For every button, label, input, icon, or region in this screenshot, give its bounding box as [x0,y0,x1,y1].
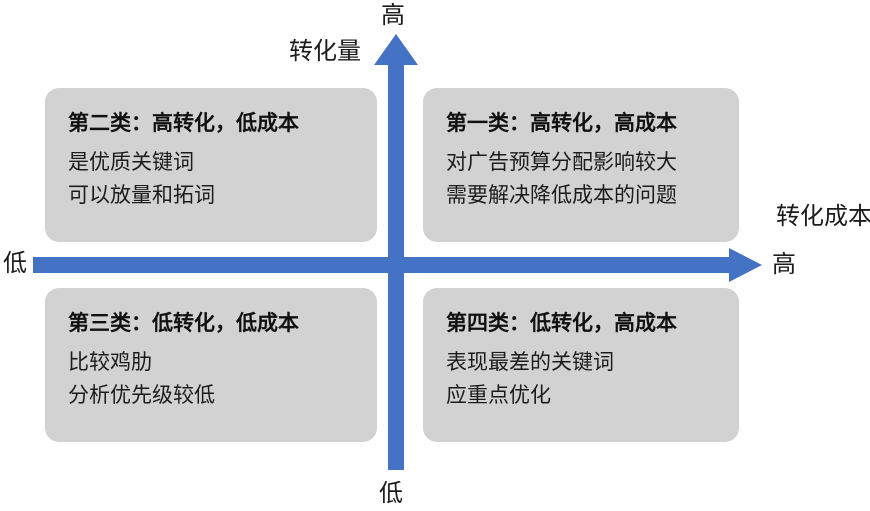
quadrant-title: 第四类：低转化，高成本 [446,312,677,335]
quadrant-title: 第一类：高转化，高成本 [446,112,677,135]
vertical-axis-low-label: 低 [379,481,403,507]
vertical-axis-title: 转化量 [289,39,361,65]
horizontal-axis-high-label: 高 [772,252,796,278]
up-arrow-icon [374,34,418,65]
horizontal-axis-line [33,257,730,273]
horizontal-axis-title: 转化成本 [776,204,870,230]
quadrant-line: 应重点优化 [446,383,551,407]
quadrant-box-top-left: 第二类：高转化，低成本 是优质关键词 可以放量和拓词 [45,88,377,242]
quadrant-line: 比较鸡肋 [68,350,152,374]
quadrant-title: 第三类：低转化，低成本 [68,312,299,335]
quadrant-title: 第二类：高转化，低成本 [68,112,299,135]
quadrant-box-bottom-right: 第四类：低转化，高成本 表现最差的关键词 应重点优化 [423,288,739,442]
horizontal-axis-low-label: 低 [3,251,27,277]
vertical-axis-high-label: 高 [381,3,405,29]
quadrant-line: 需要解决降低成本的问题 [446,183,677,207]
quadrant-line: 可以放量和拓词 [68,183,215,207]
quadrant-box-bottom-left: 第三类：低转化，低成本 比较鸡肋 分析优先级较低 [45,288,377,442]
right-arrow-icon [729,248,762,282]
quadrant-line: 对广告预算分配影响较大 [446,150,677,174]
quadrant-box-top-right: 第一类：高转化，高成本 对广告预算分配影响较大 需要解决降低成本的问题 [423,88,739,242]
quadrant-line: 分析优先级较低 [68,383,215,407]
quadrant-line: 表现最差的关键词 [446,350,614,374]
quadrant-line: 是优质关键词 [68,150,194,174]
